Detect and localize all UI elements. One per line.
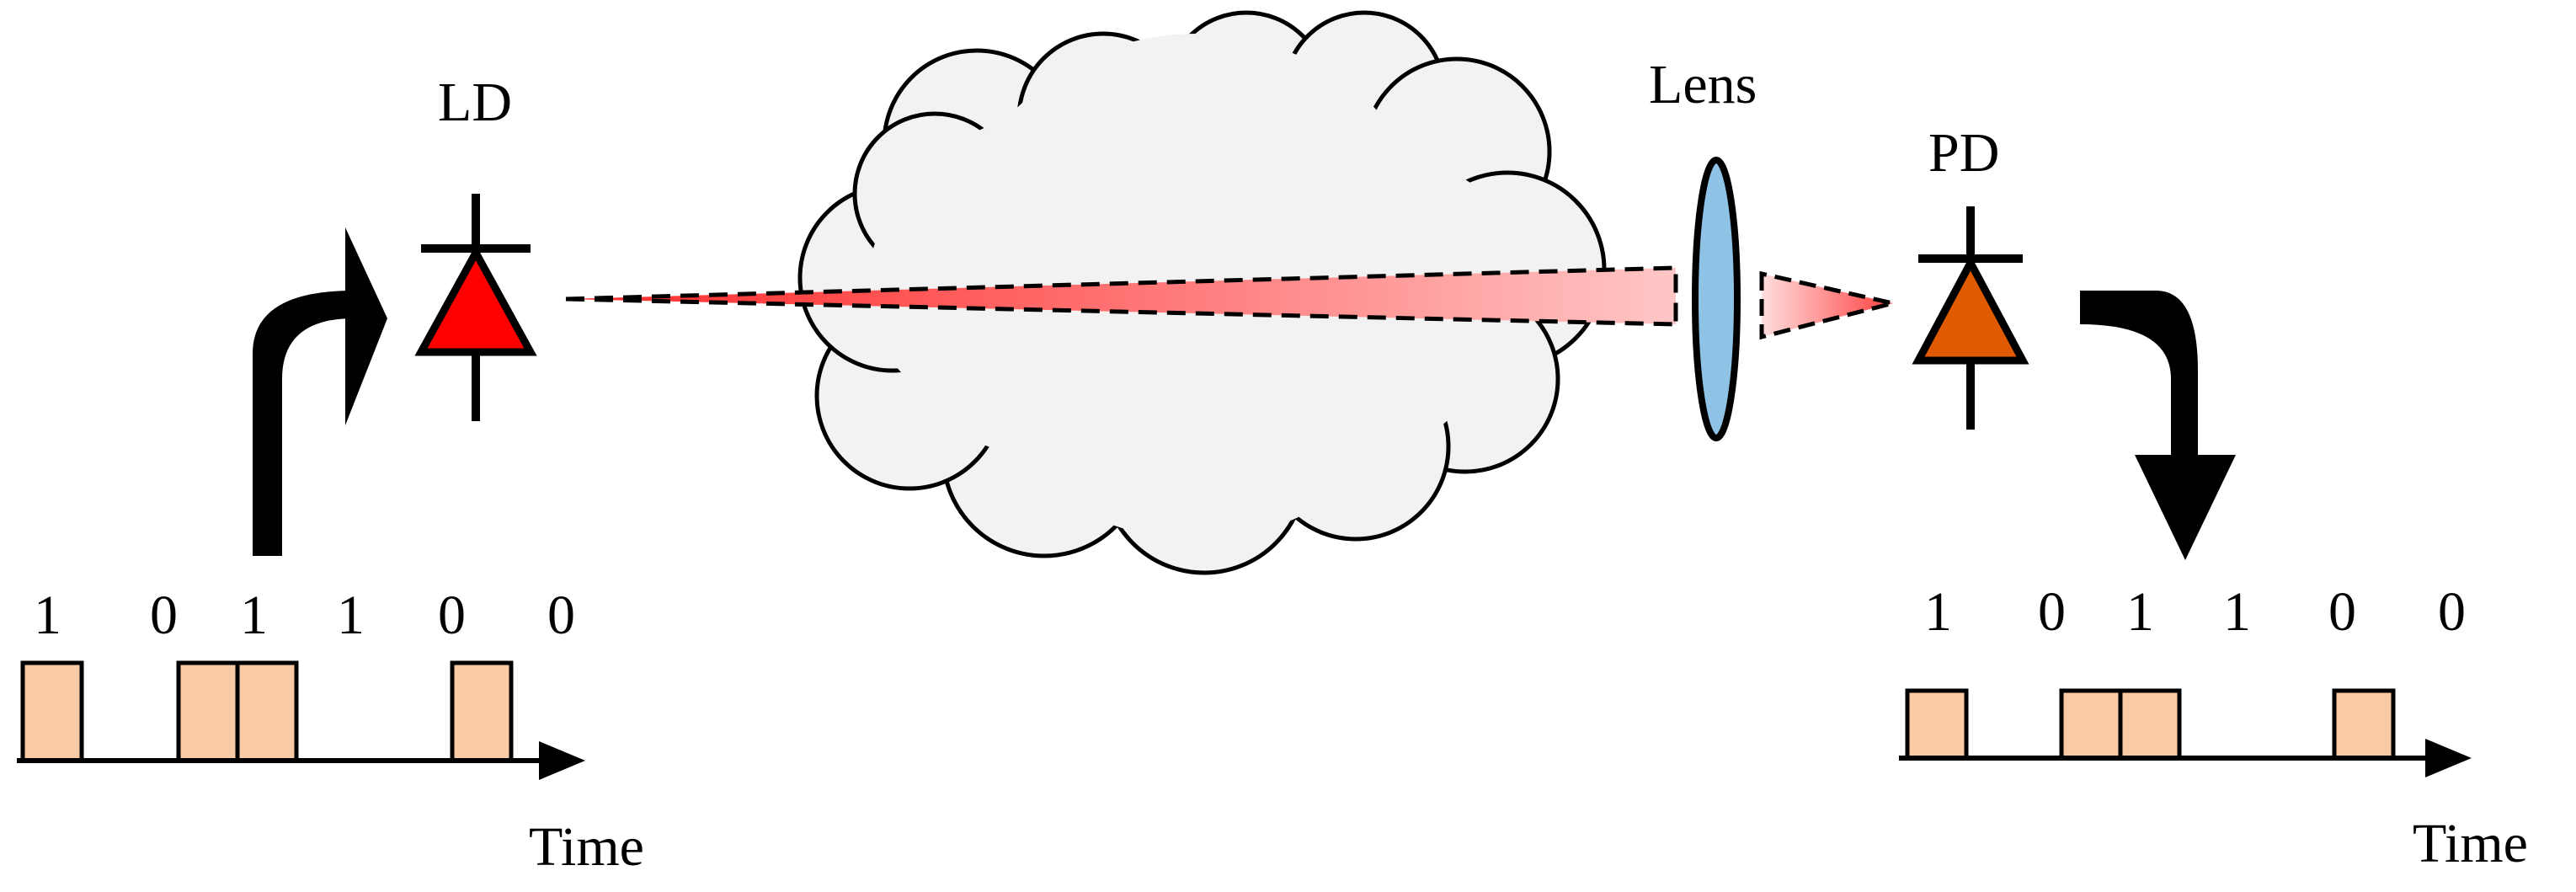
lens-icon [1692, 157, 1741, 441]
bit-pulse [176, 660, 240, 763]
bit-label: 1 [34, 585, 61, 646]
bit-label: 0 [2438, 581, 2466, 643]
bit-pulse [2059, 688, 2123, 761]
transmit-pulse-train [20, 660, 514, 763]
photodiode-label: PD [1928, 122, 1999, 184]
bit-label: 0 [2038, 581, 2066, 643]
laser-beam-lower-edge [565, 296, 1677, 327]
bit-label: 1 [2126, 581, 2154, 643]
bit-label: 0 [150, 585, 178, 646]
laser-beam [566, 268, 1676, 324]
bit-label: 1 [1924, 581, 1952, 643]
laser-diode-icon [414, 194, 537, 421]
photodiode-icon [1912, 206, 2029, 430]
bit-label: 1 [240, 585, 268, 646]
bit-label: 1 [337, 585, 365, 646]
bit-label: 1 [2223, 581, 2251, 643]
bit-label: 0 [547, 585, 575, 646]
laser-diode-label: LD [438, 72, 512, 133]
bit-pulse [2118, 688, 2182, 761]
bit-pulse [235, 660, 299, 763]
bit-pulse [1905, 688, 1969, 761]
focused-beam [1759, 270, 1894, 340]
bit-label: 0 [2328, 581, 2356, 643]
receive-time-axis [1899, 739, 2472, 777]
transmit-time-label: Time [529, 816, 644, 878]
bit-label: 0 [438, 585, 466, 646]
transmit-time-axis [17, 741, 585, 780]
receive-pulse-train [1905, 688, 2396, 761]
lens-label: Lens [1649, 54, 1757, 115]
transmit-bit-labels: 1 0 1 1 0 0 [34, 585, 575, 646]
bit-pulse [450, 660, 514, 763]
input-arrow-icon [253, 227, 387, 556]
bit-pulse [20, 660, 84, 763]
receive-time-label: Time [2413, 813, 2528, 874]
bit-pulse [2332, 688, 2396, 761]
output-arrow-icon [2080, 291, 2236, 560]
laser-beam-upper-edge [565, 265, 1678, 324]
